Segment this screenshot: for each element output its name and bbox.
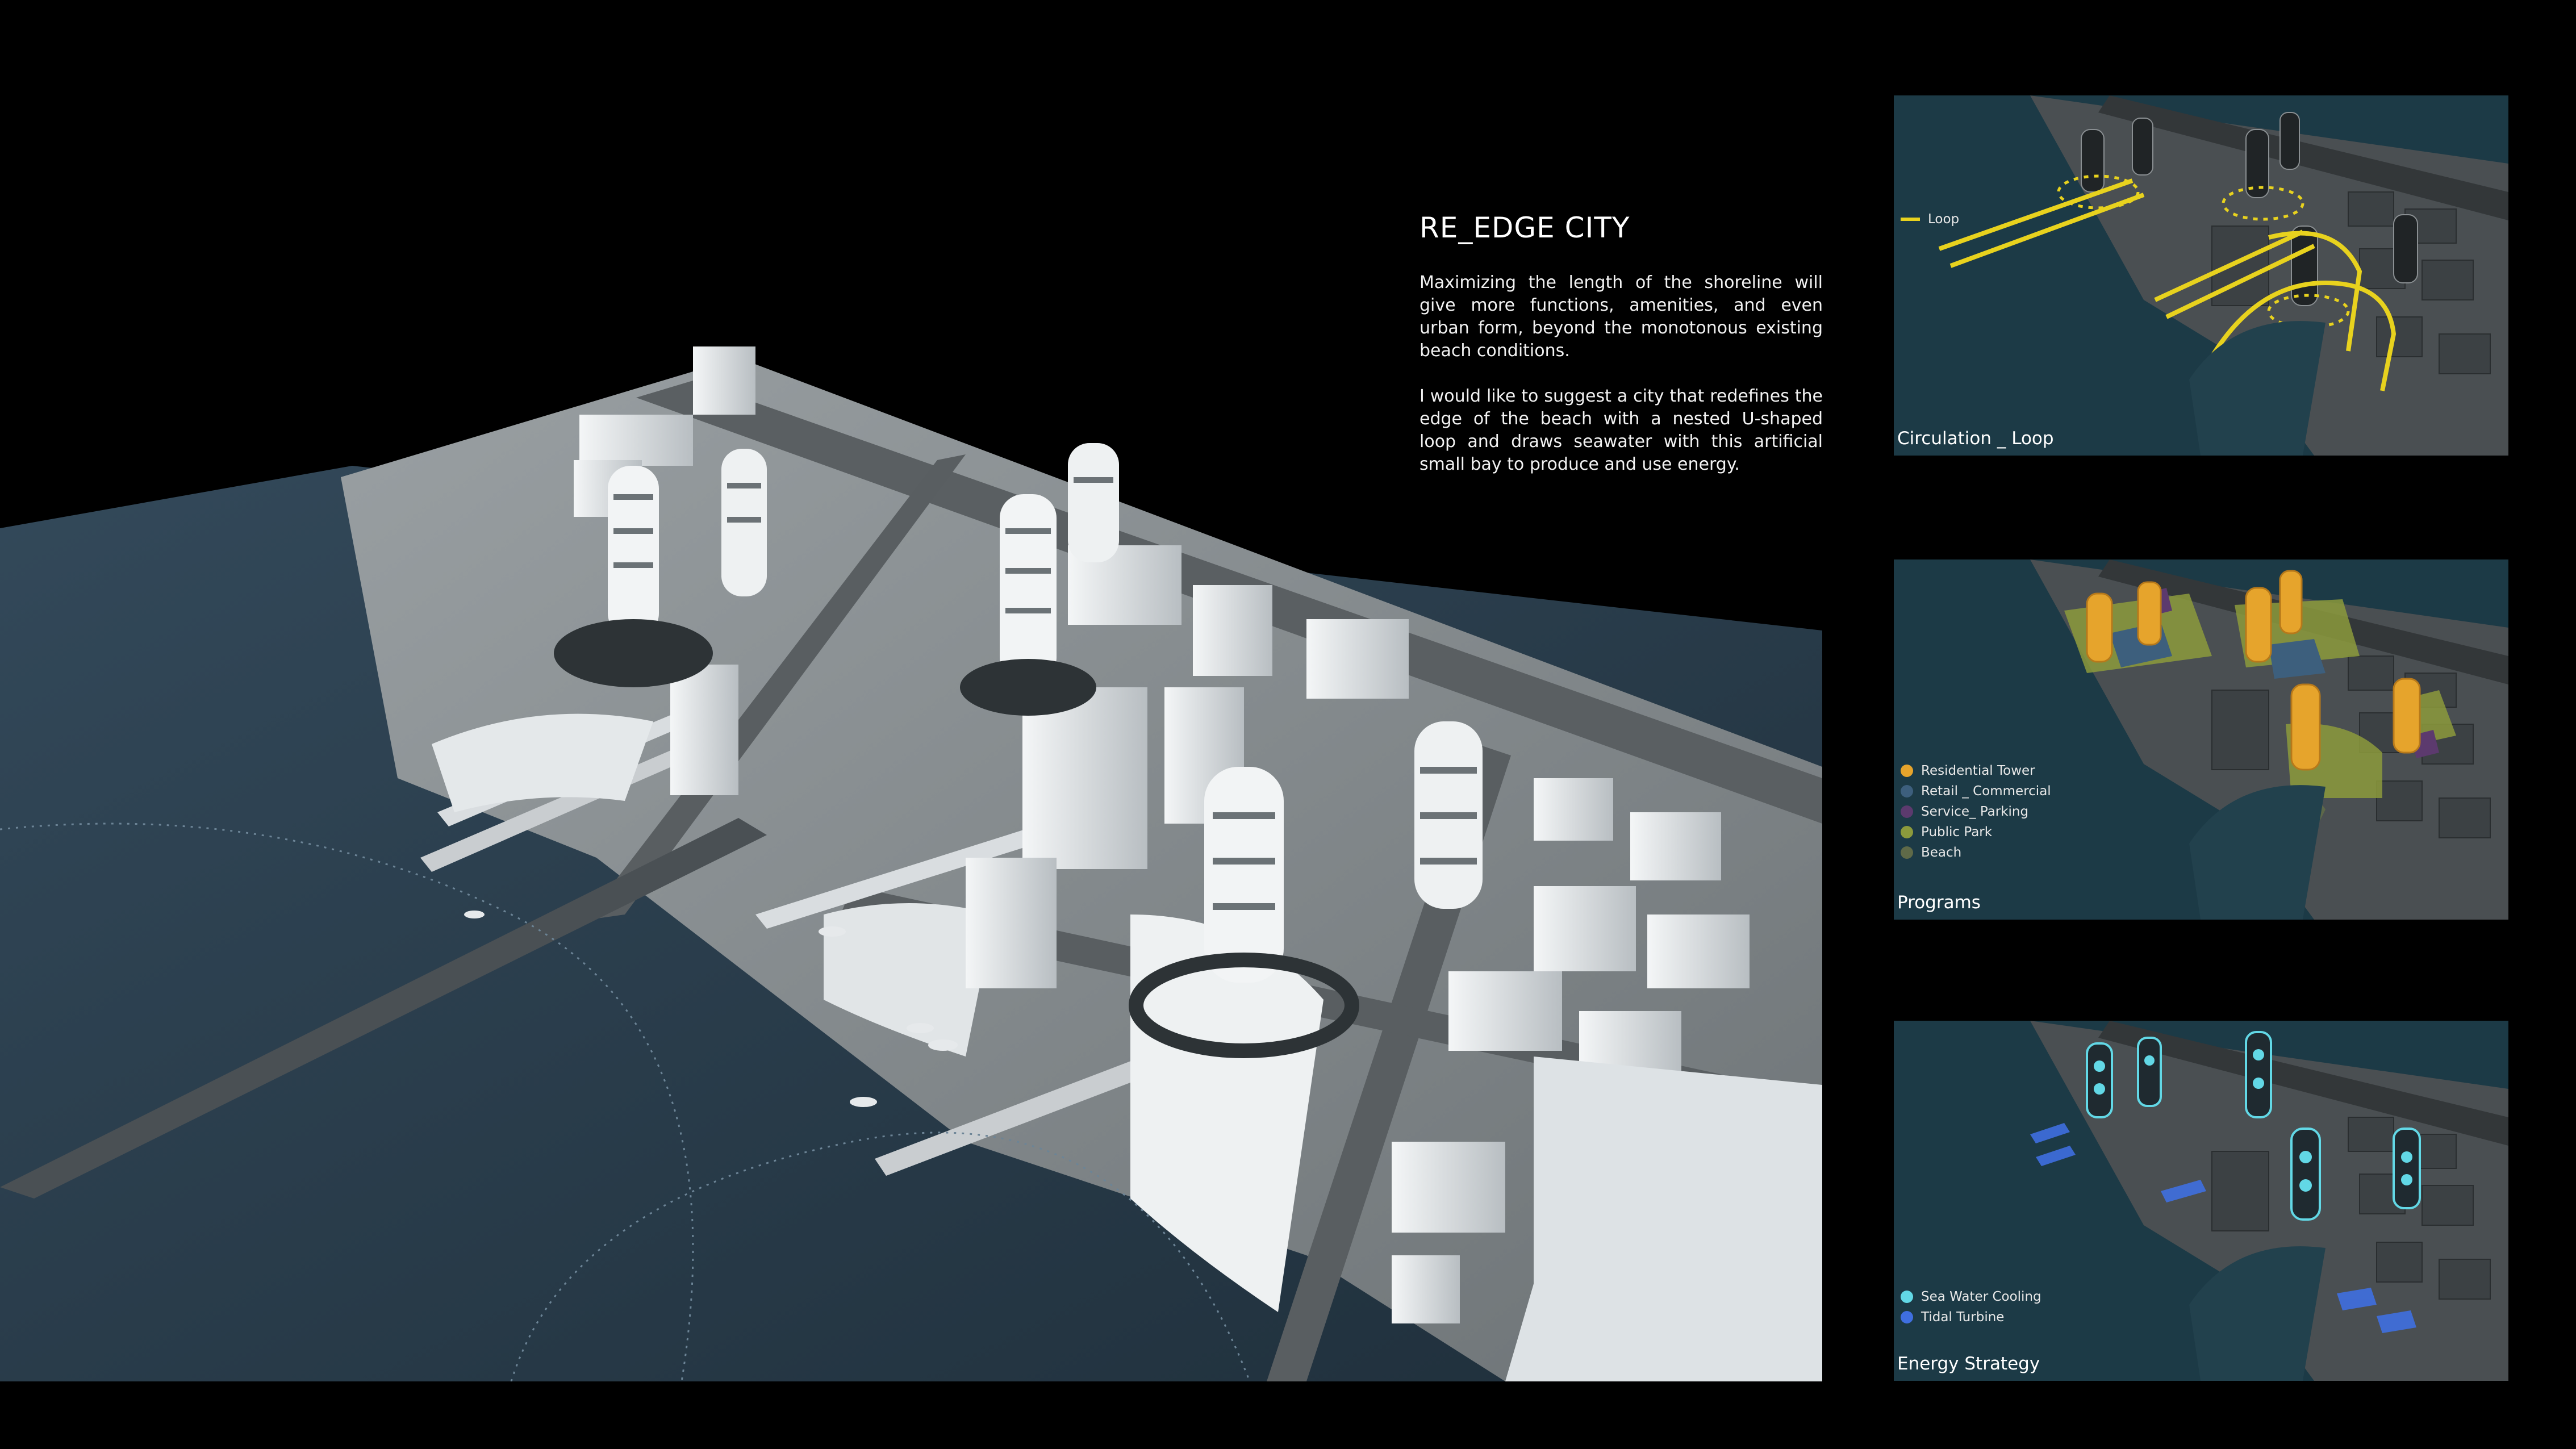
- circulation-legend: Loop: [1901, 209, 1959, 229]
- energy-diagram: [1894, 1021, 2508, 1381]
- legend-item-loop: Loop: [1901, 209, 1959, 229]
- panel-caption: Circulation _ Loop: [1897, 428, 2054, 449]
- panel-caption: Programs: [1897, 892, 1981, 913]
- legend-item-service-parking: Service_ Parking: [1901, 801, 2051, 822]
- legend-label: Residential Tower: [1921, 763, 2035, 778]
- legend-label: Loop: [1928, 212, 1960, 227]
- circulation-diagram: [1894, 95, 2508, 456]
- legend-label: Retail _ Commercial: [1921, 784, 2051, 799]
- land-platform: [341, 358, 1822, 1381]
- panel-programs: Residential Tower Retail _ Commercial Se…: [1894, 559, 2508, 920]
- panel-caption: Energy Strategy: [1897, 1354, 2040, 1374]
- programs-legend: Residential Tower Retail _ Commercial Se…: [1901, 761, 2051, 863]
- legend-item-retail-commercial: Retail _ Commercial: [1901, 781, 2051, 801]
- turbine-swatch: [1901, 1311, 1913, 1323]
- description-paragraph-1: Maximizing the length of the shoreline w…: [1419, 273, 1823, 361]
- beach-swatch: [1901, 846, 1913, 859]
- legend-label: Service_ Parking: [1921, 804, 2029, 819]
- project-title: RE_EDGE CITY: [1419, 211, 1630, 244]
- energy-legend: Sea Water Cooling Tidal Turbine: [1901, 1287, 2041, 1327]
- panel-energy: Sea Water Cooling Tidal Turbine Energy S…: [1894, 1021, 2508, 1381]
- legend-item-sea-water-cooling: Sea Water Cooling: [1901, 1287, 2041, 1307]
- legend-label: Sea Water Cooling: [1921, 1289, 2041, 1304]
- project-description: Maximizing the length of the shoreline w…: [1419, 272, 1823, 499]
- legend-item-tidal-turbine: Tidal Turbine: [1901, 1307, 2041, 1327]
- service-swatch: [1901, 805, 1913, 818]
- legend-label: Public Park: [1921, 825, 1993, 840]
- legend-item-beach: Beach: [1901, 842, 2051, 863]
- aerial-illustration: [0, 346, 1822, 1381]
- legend-label: Tidal Turbine: [1921, 1310, 2005, 1325]
- legend-item-public-park: Public Park: [1901, 822, 2051, 842]
- park-swatch: [1901, 826, 1913, 838]
- description-paragraph-2: I would like to suggest a city that rede…: [1419, 386, 1823, 474]
- legend-label: Beach: [1921, 845, 1962, 860]
- retail-swatch: [1901, 785, 1913, 797]
- inland-blocks: [574, 346, 1750, 1323]
- main-aerial-render: [0, 346, 1822, 1381]
- cooling-swatch: [1901, 1291, 1913, 1303]
- towers: [554, 443, 1483, 1058]
- programs-diagram: [1894, 559, 2508, 920]
- residential-swatch: [1901, 765, 1913, 777]
- legend-item-residential-tower: Residential Tower: [1901, 761, 2051, 781]
- panel-circulation: Loop Circulation _ Loop: [1894, 95, 2508, 456]
- loop-swatch: [1901, 218, 1920, 221]
